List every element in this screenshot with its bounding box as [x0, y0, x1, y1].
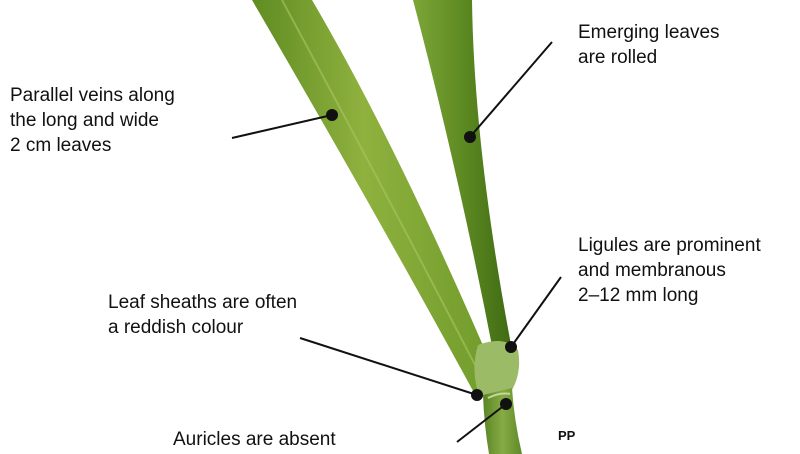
pointer-dot-sheaths	[471, 389, 483, 401]
label-veins-line-3: 2 cm leaves	[10, 133, 175, 158]
pointer-ligules	[511, 277, 561, 347]
label-ligules: Ligules are prominent and membranous 2–1…	[578, 233, 761, 308]
photo-credit: PP	[558, 428, 575, 443]
pointer-veins	[232, 115, 332, 138]
pointer-dot-veins	[326, 109, 338, 121]
label-auricles-line-1: Auricles are absent	[173, 427, 336, 452]
label-parallel-veins: Parallel veins along the long and wide 2…	[10, 83, 175, 158]
pointer-dot-emerging	[464, 131, 476, 143]
pointer-dot-ligules	[505, 341, 517, 353]
label-emerging-line-1: Emerging leaves	[578, 20, 720, 45]
label-ligules-line-2: and membranous	[578, 258, 761, 283]
label-leaf-sheaths: Leaf sheaths are often a reddish colour	[108, 290, 297, 340]
label-emerging-line-2: are rolled	[578, 45, 720, 70]
label-ligules-line-1: Ligules are prominent	[578, 233, 761, 258]
pointer-dot-auricles	[500, 398, 512, 410]
label-sheaths-line-1: Leaf sheaths are often	[108, 290, 297, 315]
label-veins-line-1: Parallel veins along	[10, 83, 175, 108]
label-auricles: Auricles are absent	[173, 427, 336, 452]
label-veins-line-2: the long and wide	[10, 108, 175, 133]
label-emerging-leaves: Emerging leaves are rolled	[578, 20, 720, 70]
pointer-emerging	[470, 42, 552, 137]
label-sheaths-line-2: a reddish colour	[108, 315, 297, 340]
label-ligules-line-3: 2–12 mm long	[578, 283, 761, 308]
